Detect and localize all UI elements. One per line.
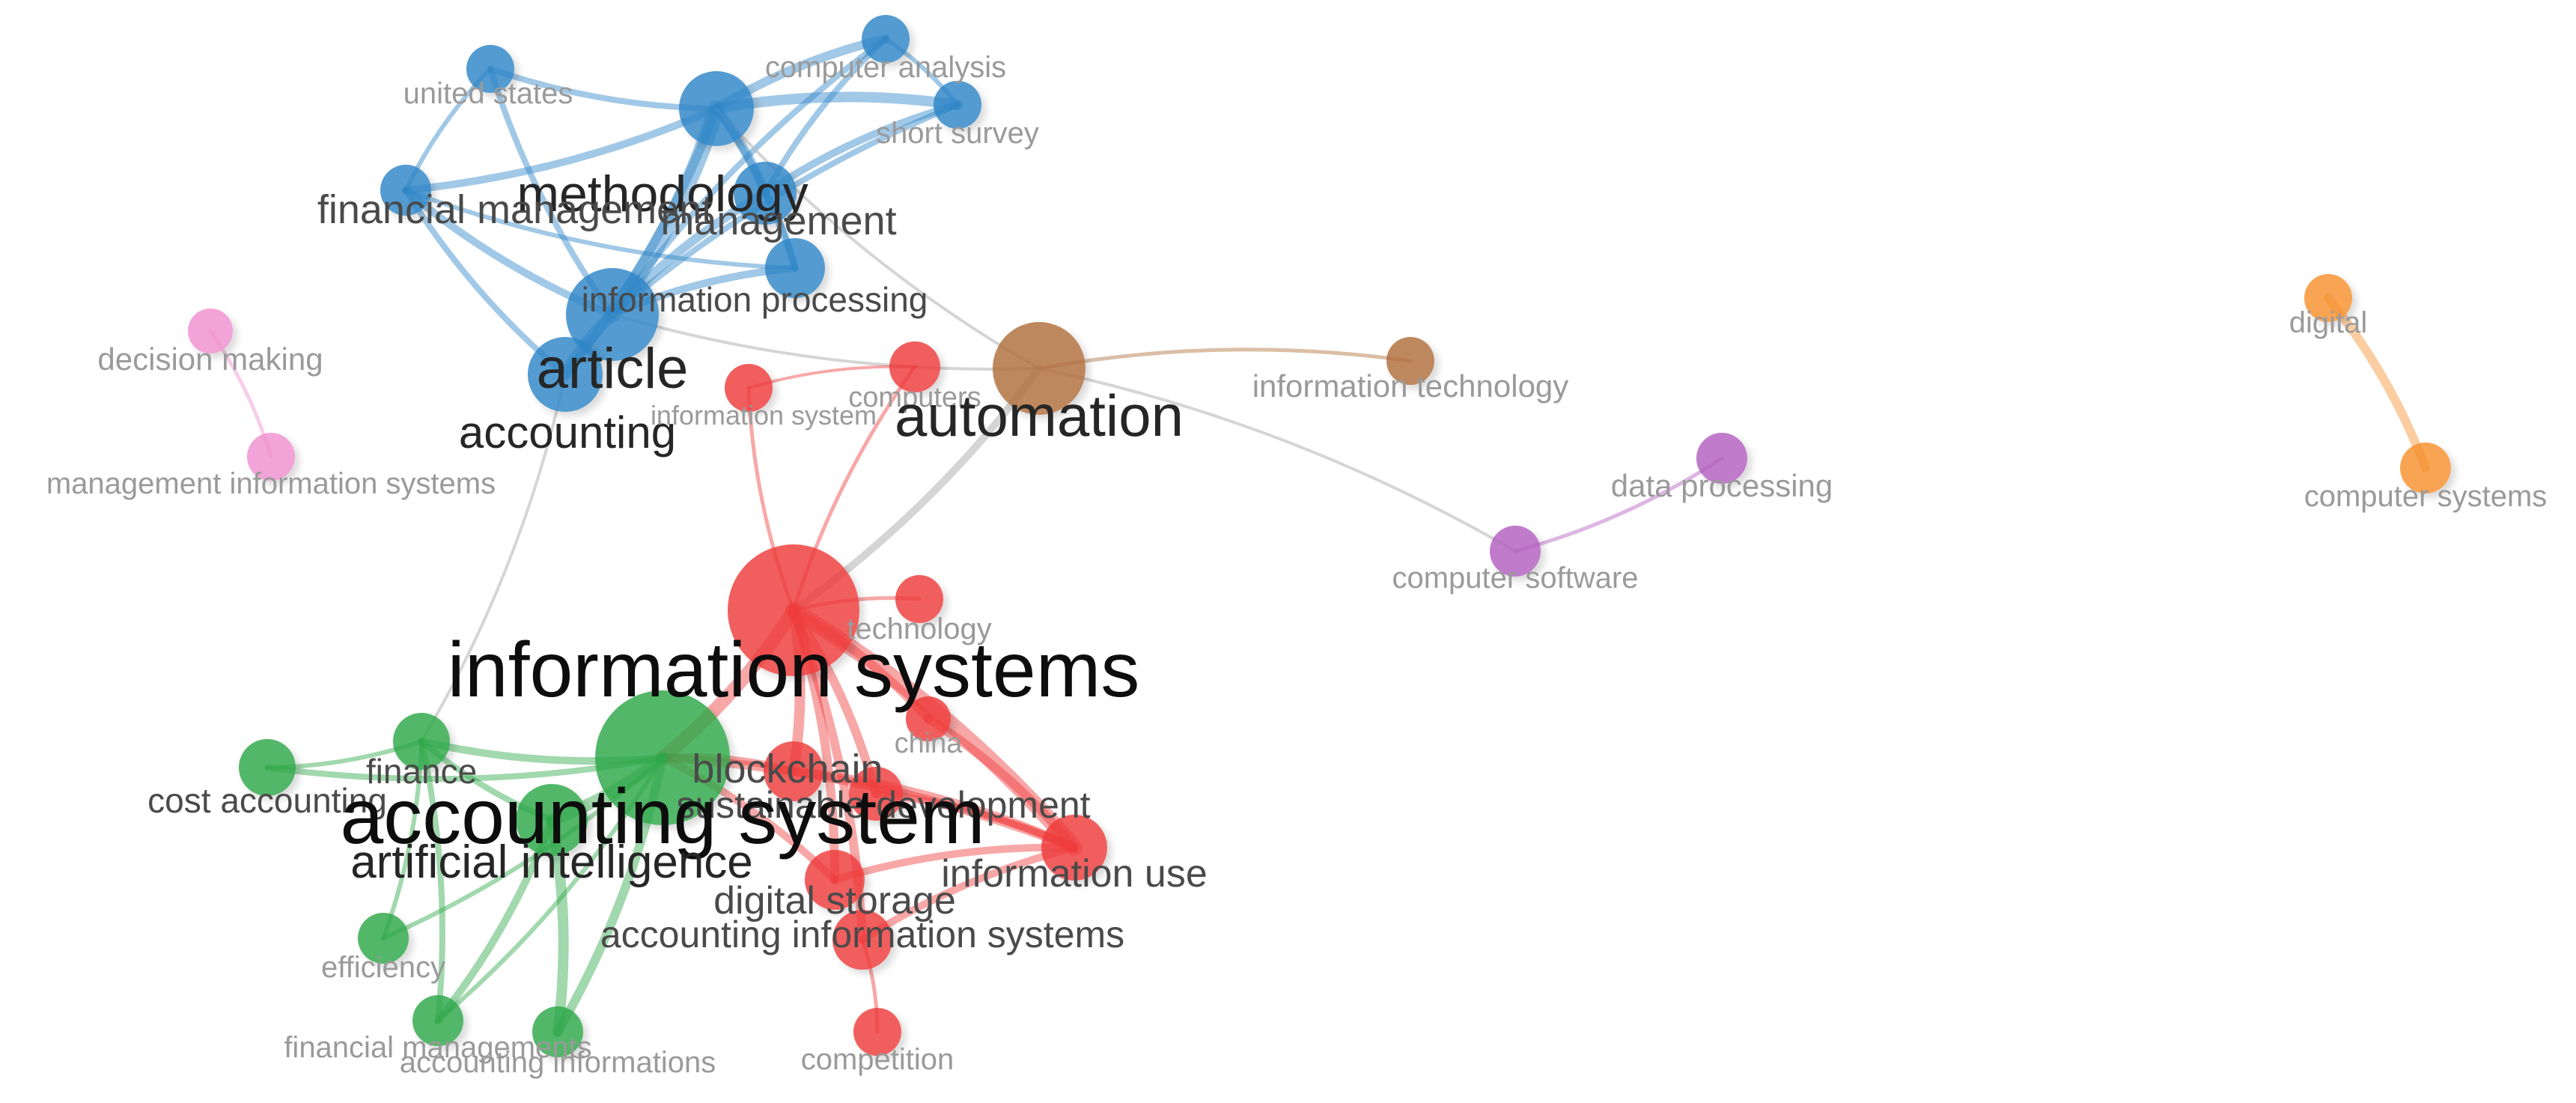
- label-methodology: methodology: [517, 165, 808, 222]
- edge-information-processing-financial-management: [404, 188, 797, 270]
- node-sustainable-development[interactable]: [849, 767, 903, 821]
- edge-article-computer-analysis: [609, 36, 889, 317]
- label-artificial-intelligence: artificial intelligence: [350, 836, 753, 888]
- node-accounting-system[interactable]: [595, 690, 730, 825]
- node-decision-making[interactable]: [188, 309, 233, 353]
- node-article[interactable]: [566, 268, 659, 361]
- label-accounting-system: accounting system: [340, 774, 984, 860]
- node-finance[interactable]: [393, 713, 450, 770]
- label-financial-management: financial management: [317, 187, 713, 232]
- label-information-processing: information processing: [582, 280, 928, 319]
- node-efficiency[interactable]: [358, 913, 409, 964]
- label-data-processing: data processing: [1611, 468, 1833, 503]
- node-short-survey[interactable]: [934, 81, 981, 129]
- label-accounting-information-systems: accounting information systems: [600, 914, 1124, 955]
- label-article: article: [537, 337, 689, 401]
- label-layer: united states computer analysis short surv…: [46, 51, 2547, 1079]
- label-sustainable-development: sustainable development: [676, 784, 1090, 826]
- node-methodology[interactable]: [679, 71, 754, 146]
- label-computer-systems: computer systems: [2304, 480, 2548, 513]
- node-competition[interactable]: [853, 1008, 901, 1056]
- label-competition: competition: [801, 1043, 954, 1076]
- label-digital: digital: [2289, 306, 2368, 339]
- label-accounting: accounting: [459, 407, 676, 458]
- node-accounting[interactable]: [528, 337, 603, 412]
- node-layer: [188, 15, 2451, 1057]
- label-united-states: united states: [404, 77, 573, 110]
- node-artificial-intelligence[interactable]: [516, 784, 588, 856]
- label-computers: computers: [848, 382, 981, 413]
- node-cost-accounting[interactable]: [239, 739, 296, 796]
- edge-accounting-finance: [420, 373, 567, 743]
- node-blockchain[interactable]: [764, 741, 823, 801]
- node-financial-managements[interactable]: [412, 995, 463, 1046]
- node-data-processing[interactable]: [1696, 433, 1747, 484]
- node-information-use[interactable]: [1041, 815, 1107, 881]
- node-information-technology[interactable]: [1386, 337, 1434, 385]
- edge-finance-financial-managements: [418, 738, 445, 1024]
- node-technology[interactable]: [895, 575, 943, 623]
- edge-data-processing-computer-software: [1513, 456, 1724, 553]
- node-automation[interactable]: [993, 322, 1085, 415]
- label-technology: technology: [847, 613, 991, 645]
- edge-blockchain-information-use: [789, 767, 1079, 852]
- label-digital-storage: digital storage: [713, 879, 956, 923]
- node-management[interactable]: [734, 162, 797, 225]
- label-information-system: information system: [651, 400, 877, 431]
- node-accounting-information-systems[interactable]: [832, 910, 892, 970]
- label-information-systems: information systems: [448, 627, 1140, 714]
- node-united-states[interactable]: [466, 45, 514, 93]
- node-computer-systems[interactable]: [2400, 443, 2451, 493]
- label-financial-managements: financial managements: [284, 1031, 591, 1064]
- label-information-use: information use: [941, 852, 1208, 896]
- edge-automation-methodology: [715, 107, 1041, 370]
- label-information-technology: information technology: [1252, 368, 1569, 404]
- node-financial-management[interactable]: [380, 165, 431, 216]
- node-digital-storage[interactable]: [805, 850, 865, 910]
- edge-automation-article: [611, 313, 1041, 371]
- node-information-systems[interactable]: [728, 544, 859, 676]
- label-management: management: [660, 198, 896, 243]
- label-decision-making: decision making: [97, 341, 323, 377]
- label-short-survey: short survey: [876, 117, 1039, 150]
- edge-methodology-financial-management: [402, 105, 720, 194]
- label-efficiency: efficiency: [321, 951, 445, 984]
- label-accounting-informations: accounting informations: [400, 1046, 716, 1079]
- node-computer-software[interactable]: [1490, 526, 1541, 577]
- node-computer-analysis[interactable]: [862, 15, 910, 63]
- label-china: china: [895, 728, 963, 759]
- label-blockchain: blockchain: [692, 747, 883, 791]
- node-information-processing[interactable]: [765, 238, 825, 298]
- edge-automation-information-technology: [1037, 347, 1413, 371]
- node-china[interactable]: [906, 696, 951, 741]
- label-computer-software: computer software: [1392, 562, 1638, 595]
- label-finance: finance: [366, 752, 477, 791]
- label-automation: automation: [895, 383, 1184, 449]
- edge-automation-computer-software: [1038, 367, 1517, 553]
- label-computer-analysis: computer analysis: [765, 51, 1006, 84]
- node-digital[interactable]: [2304, 274, 2352, 322]
- node-information-system[interactable]: [725, 364, 773, 412]
- node-management-information-systems[interactable]: [247, 433, 295, 481]
- node-computers[interactable]: [889, 341, 940, 392]
- label-cost-accounting: cost accounting: [147, 781, 387, 820]
- node-accounting-informations[interactable]: [532, 1006, 583, 1057]
- label-management-information-systems: management information systems: [46, 467, 496, 500]
